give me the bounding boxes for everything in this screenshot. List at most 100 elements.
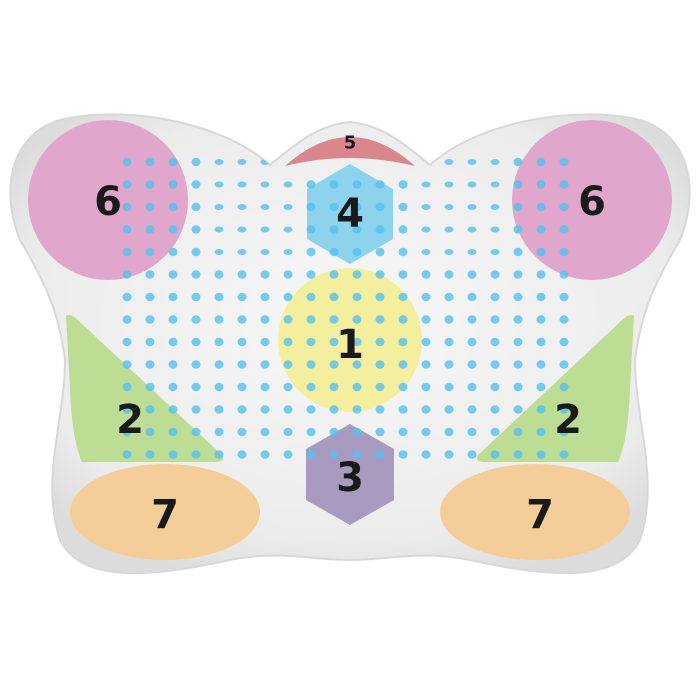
- massage-dot: [352, 315, 362, 324]
- massage-dot: [329, 180, 339, 189]
- massage-dot: [122, 225, 132, 234]
- massage-dot: [375, 337, 385, 347]
- massage-dot: [375, 180, 385, 189]
- massage-dot: [444, 315, 454, 324]
- massage-dot: [559, 315, 569, 324]
- massage-dot: [260, 450, 270, 459]
- massage-dot: [191, 180, 201, 189]
- massage-dot: [260, 427, 270, 437]
- massage-dot: [421, 270, 431, 279]
- massage-dot: [237, 270, 247, 279]
- massage-dot: [444, 360, 454, 369]
- massage-dot: [329, 450, 339, 459]
- massage-dot: [122, 382, 132, 392]
- massage-dot: [444, 405, 454, 414]
- massage-dot: [145, 157, 155, 167]
- massage-dot: [421, 382, 431, 392]
- massage-dot: [237, 427, 247, 437]
- massage-dot: [260, 292, 270, 302]
- massage-dot: [237, 360, 247, 369]
- massage-dot: [214, 405, 224, 414]
- massage-dot: [559, 427, 569, 437]
- massage-dot: [375, 427, 385, 437]
- massage-dot: [444, 270, 454, 279]
- massage-dot: [375, 450, 385, 459]
- massage-dot: [352, 382, 362, 392]
- massage-dot: [421, 226, 431, 233]
- massage-dot: [283, 204, 293, 210]
- massage-dot: [559, 405, 569, 414]
- massage-dot: [168, 270, 178, 279]
- massage-dot: [513, 247, 523, 257]
- massage-dot: [260, 270, 270, 279]
- massage-dot: [329, 247, 339, 257]
- massage-dot: [352, 225, 362, 234]
- massage-dot: [559, 247, 569, 257]
- massage-dot: [260, 337, 270, 347]
- massage-dot: [375, 315, 385, 324]
- massage-dot: [329, 202, 339, 212]
- massage-dot: [306, 427, 316, 437]
- massage-dot: [513, 292, 523, 302]
- massage-dot: [490, 315, 500, 324]
- massage-dot: [329, 360, 339, 369]
- massage-dot: [536, 382, 546, 392]
- zone-7-left-label: 7: [151, 492, 179, 538]
- massage-dot: [375, 225, 385, 234]
- massage-dot: [122, 247, 132, 257]
- massage-dot: [168, 337, 178, 347]
- massage-dot: [513, 202, 523, 212]
- massage-dot: [467, 159, 477, 165]
- zone-2-right-label: 2: [554, 397, 582, 443]
- massage-dot: [421, 204, 431, 210]
- massage-dot: [490, 226, 500, 233]
- massage-dot: [398, 337, 408, 347]
- zone-2-right: [476, 314, 634, 462]
- massage-dot: [490, 249, 500, 255]
- massage-dot: [306, 247, 316, 257]
- massage-dot: [214, 159, 224, 165]
- massage-dot: [536, 202, 546, 212]
- massage-dot: [237, 315, 247, 324]
- massage-dot: [191, 382, 201, 392]
- massage-dot: [145, 405, 155, 414]
- massage-dot: [329, 270, 339, 279]
- massage-dot: [145, 450, 155, 459]
- massage-dot: [536, 157, 546, 167]
- massage-dot: [214, 181, 224, 188]
- massage-dot: [352, 360, 362, 369]
- massage-dot: [513, 382, 523, 392]
- massage-dot: [421, 249, 431, 255]
- massage-dot: [490, 337, 500, 347]
- massage-dot: [352, 292, 362, 302]
- massage-dot: [306, 405, 316, 414]
- massage-dot: [513, 337, 523, 347]
- massage-dot: [536, 337, 546, 347]
- massage-dot: [283, 405, 293, 414]
- massage-dot: [490, 204, 500, 210]
- massage-dot: [467, 226, 477, 233]
- massage-dot: [352, 202, 362, 212]
- massage-dot: [191, 337, 201, 347]
- massage-dot: [421, 450, 431, 459]
- massage-dot: [122, 315, 132, 324]
- massage-dot: [306, 180, 316, 189]
- massage-dot: [398, 360, 408, 369]
- massage-dot: [214, 270, 224, 279]
- massage-dot: [260, 405, 270, 414]
- massage-dot: [214, 249, 224, 255]
- massage-dot: [398, 202, 408, 212]
- massage-dot: [122, 450, 132, 459]
- massage-dot: [490, 159, 500, 165]
- zone-5: [285, 137, 415, 166]
- massage-dot: [168, 157, 178, 167]
- massage-dot: [444, 159, 454, 165]
- massage-dot: [191, 225, 201, 234]
- massage-dot: [214, 382, 224, 392]
- massage-dot: [306, 202, 316, 212]
- massage-dot: [237, 292, 247, 302]
- massage-dot: [260, 315, 270, 324]
- massage-dot: [306, 292, 316, 302]
- massage-dot: [398, 292, 408, 302]
- massage-dot: [283, 292, 293, 302]
